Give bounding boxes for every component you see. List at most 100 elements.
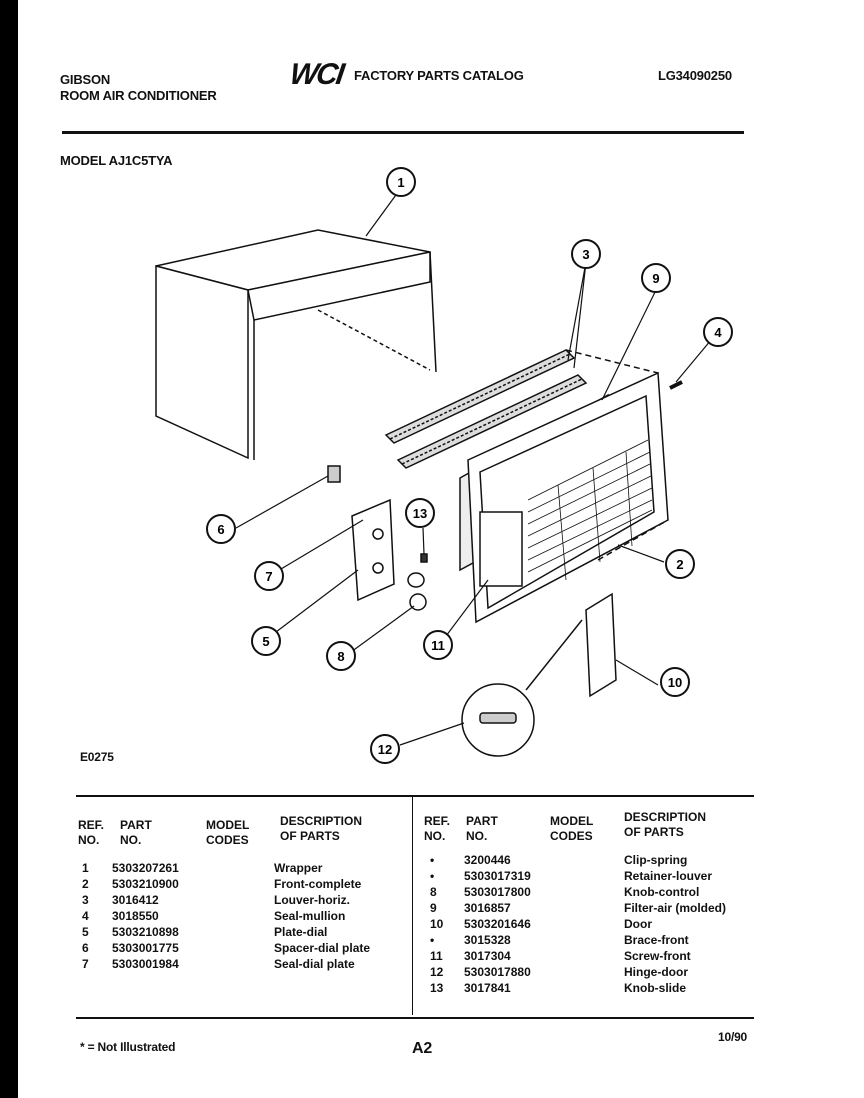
svg-text:10: 10 — [668, 675, 682, 690]
svg-text:8: 8 — [337, 649, 344, 664]
part-description: Hinge-door — [624, 965, 688, 979]
hinge-detail-part — [461, 619, 583, 757]
dial-plate-part — [351, 498, 395, 602]
ref-no: • — [430, 869, 435, 883]
seal-mullion-part — [669, 380, 683, 390]
front-panel-part — [467, 349, 669, 624]
exploded-parts-diagram: 1 2 3 4 5 6 7 8 9 10 11 12 13 — [155, 167, 733, 764]
louver-parts — [384, 349, 588, 469]
svg-text:2: 2 — [676, 557, 683, 572]
part-no: 5303210898 — [112, 925, 179, 939]
part-no: 5303017880 — [464, 965, 531, 979]
part-description: Clip-spring — [624, 853, 688, 867]
part-no: 3200446 — [464, 853, 511, 867]
part-no: 5303210900 — [112, 877, 179, 891]
part-no: 3015328 — [464, 933, 511, 947]
wrapper-part — [155, 229, 437, 460]
part-description: Door — [624, 917, 652, 931]
part-description: Plate-dial — [274, 925, 328, 939]
callout-1: 1 — [386, 167, 416, 197]
model-label: MODEL AJ1C5TYA — [60, 153, 173, 168]
ref-no: 13 — [430, 981, 444, 995]
ref-no: 9 — [430, 901, 437, 915]
wci-logo: WCI — [287, 58, 345, 91]
callout-8: 8 — [326, 641, 356, 671]
ref-no: • — [430, 933, 435, 947]
table-bottom-rule — [76, 1017, 754, 1019]
part-description: Brace-front — [624, 933, 689, 947]
header-rule — [62, 131, 744, 134]
part-description: Spacer-dial plate — [274, 941, 371, 955]
knob-slide-part — [420, 553, 428, 563]
callout-9: 9 — [641, 263, 671, 293]
svg-text:4: 4 — [714, 325, 722, 340]
part-description: Knob-slide — [624, 981, 686, 995]
part-no: 5303001775 — [112, 941, 179, 955]
revision-date: 10/90 — [718, 1030, 748, 1044]
svg-text:13: 13 — [413, 506, 427, 521]
callout-13: 13 — [405, 498, 435, 528]
ref-no: 6 — [82, 941, 89, 955]
part-description: Filter-air (molded) — [624, 901, 727, 915]
spacer-part — [327, 465, 341, 483]
part-no: 3017841 — [464, 981, 511, 995]
callout-11: 11 — [423, 630, 453, 660]
callout-3: 3 — [571, 239, 601, 269]
svg-text:1: 1 — [397, 175, 404, 190]
part-no: 3017304 — [464, 949, 511, 963]
ref-no: 4 — [82, 909, 89, 923]
part-description: Seal-dial plate — [274, 957, 355, 971]
svg-text:12: 12 — [378, 742, 392, 757]
part-description: Screw-front — [624, 949, 691, 963]
callout-10: 10 — [660, 667, 690, 697]
part-no: 5303201646 — [464, 917, 531, 931]
ref-no: 7 — [82, 957, 89, 971]
part-no: 3016412 — [112, 893, 159, 907]
callout-6: 6 — [206, 514, 236, 544]
part-no: 5303001984 — [112, 957, 179, 971]
callout-labels: 1 2 3 4 5 6 7 8 9 10 11 12 13 — [206, 167, 733, 764]
catalog-code: LG34090250 — [658, 68, 732, 83]
ref-no: 12 — [430, 965, 444, 979]
part-no: 5303017800 — [464, 885, 531, 899]
part-description: Front-complete — [274, 877, 362, 891]
callout-12: 12 — [370, 734, 400, 764]
part-no: 3018550 — [112, 909, 159, 923]
svg-text:7: 7 — [265, 569, 272, 584]
callout-4: 4 — [703, 317, 733, 347]
svg-text:9: 9 — [652, 271, 659, 286]
part-description: Wrapper — [274, 861, 323, 875]
diagram-code: E0275 — [80, 750, 114, 764]
product-name: ROOM AIR CONDITIONER — [60, 88, 217, 103]
part-description: Louver-horiz. — [274, 893, 351, 907]
ref-no: 11 — [430, 949, 443, 963]
page-number: A2 — [412, 1040, 433, 1057]
svg-text:6: 6 — [217, 522, 224, 537]
ref-no: 1 — [82, 861, 89, 875]
table-top-rule — [76, 795, 754, 797]
knob-control-part — [407, 572, 427, 611]
callout-5: 5 — [251, 626, 281, 656]
svg-text:3: 3 — [582, 247, 589, 262]
ref-no: 8 — [430, 885, 437, 899]
part-description: Seal-mullion — [274, 909, 346, 923]
part-description: Retainer-louver — [624, 869, 713, 883]
not-illustrated-note: * = Not Illustrated — [80, 1040, 176, 1054]
callout-2: 2 — [665, 549, 695, 579]
table-divider — [412, 797, 413, 1015]
callout-7: 7 — [254, 561, 284, 591]
ref-no: 5 — [82, 925, 89, 939]
ref-no: • — [430, 853, 435, 867]
catalog-title: FACTORY PARTS CATALOG — [354, 68, 524, 83]
part-no: 5303207261 — [112, 861, 179, 875]
part-no: 3016857 — [464, 901, 511, 915]
svg-text:11: 11 — [431, 638, 445, 653]
svg-text:5: 5 — [262, 634, 269, 649]
ref-no: 10 — [430, 917, 444, 931]
catalog-page: GIBSON ROOM AIR CONDITIONER WCI FACTORY … — [18, 0, 864, 1098]
part-description: Knob-control — [624, 885, 700, 899]
brand-name: GIBSON — [60, 72, 111, 87]
door-part — [585, 592, 617, 698]
ref-no: 3 — [82, 893, 89, 907]
ref-no: 2 — [82, 877, 89, 891]
